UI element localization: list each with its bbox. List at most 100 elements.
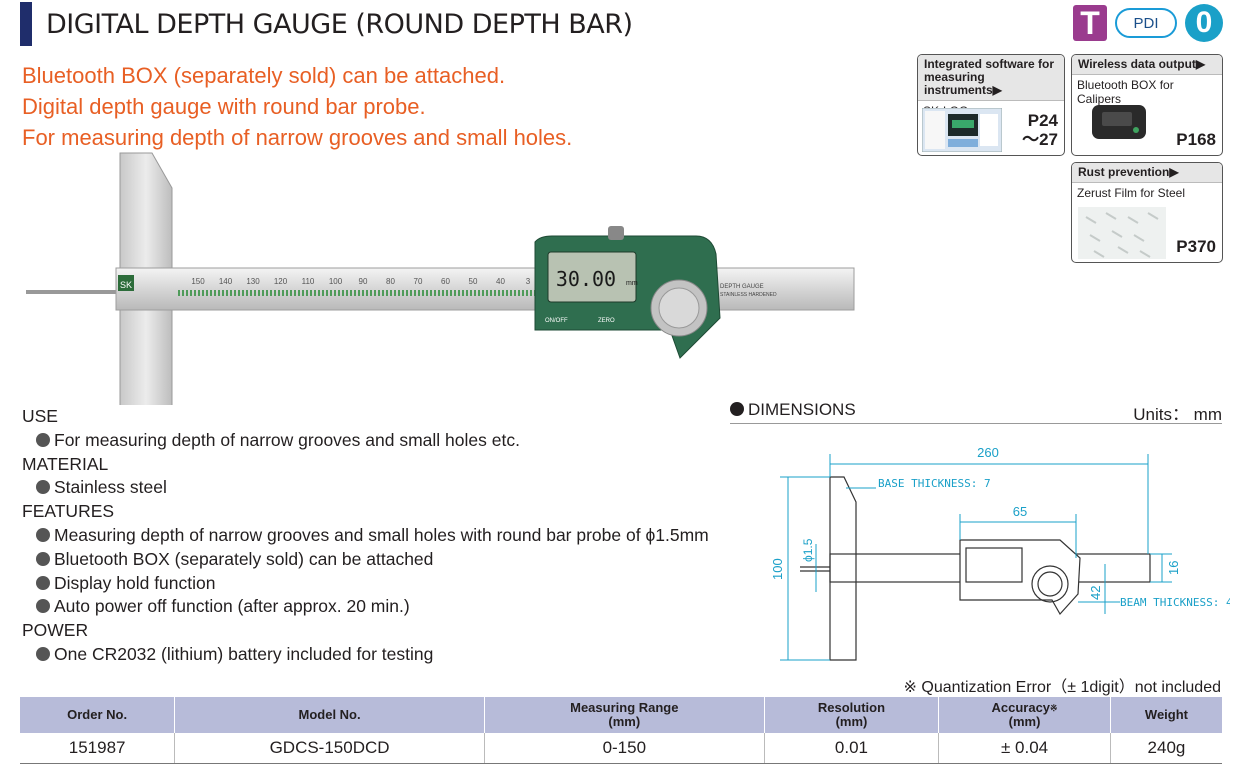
th-text: Measuring Range: [570, 700, 679, 715]
zerust-film-icon: [1078, 207, 1166, 259]
bullet-icon: [36, 551, 50, 566]
badge-group: T PDI 0: [1073, 4, 1223, 42]
bullet-icon: [36, 480, 50, 495]
page-title-bar: DIGITAL DEPTH GAUGE (ROUND DEPTH BAR): [20, 2, 633, 46]
th-weight: Weight: [1110, 697, 1222, 733]
list-item-text: For measuring depth of narrow grooves an…: [54, 429, 520, 450]
scale-label: 60: [441, 277, 450, 286]
bullet-icon: [730, 402, 744, 416]
table-row: 151987 GDCS-150DCD 0-150 0.01 ± 0.04 240…: [20, 733, 1222, 764]
intro-line: Digital depth gauge with round bar probe…: [22, 94, 426, 119]
th-unit: (mm): [608, 714, 641, 729]
rust-ref-box[interactable]: Rust prevention▶ Zerust Film for Steel P…: [1071, 162, 1223, 263]
probe-rod: [26, 290, 126, 294]
software-ref-page: P24 ～27: [1022, 111, 1058, 149]
onoff-label: ON/OFF: [545, 318, 568, 324]
td-order-no: 151987: [20, 733, 176, 764]
td-measuring-range: 0-150: [484, 733, 765, 764]
spec-list: USE For measuring depth of narrow groove…: [22, 405, 709, 667]
bullet-icon: [36, 527, 50, 542]
scale-label: 140: [219, 277, 233, 286]
dimensions-title: DIMENSIONS: [730, 400, 856, 420]
intro-text: Bluetooth BOX (separately sold) can be a…: [22, 60, 572, 153]
power-heading: POWER: [22, 620, 89, 641]
list-item: One CR2032 (lithium) battery included fo…: [22, 643, 709, 667]
list-item-text: Bluetooth BOX (separately sold) can be a…: [54, 548, 434, 569]
list-item: Bluetooth BOX (separately sold) can be a…: [22, 548, 709, 572]
wireless-ref-page: P168: [1176, 130, 1216, 149]
bullet-icon: [36, 646, 50, 661]
scale-label: 100: [329, 277, 343, 286]
main-beam: [115, 267, 855, 311]
title-accent-bar: [20, 2, 32, 46]
list-item-text: Stainless steel: [54, 477, 167, 498]
scale-label: 70: [414, 277, 423, 286]
th-text: Order No.: [67, 707, 128, 722]
rust-ref-title: Rust prevention▶: [1072, 163, 1222, 183]
bullet-icon: [36, 432, 50, 447]
dim-phi15: ϕ1.5: [801, 538, 815, 562]
lcd-screen: [547, 251, 637, 303]
list-item: For measuring depth of narrow grooves an…: [22, 429, 709, 453]
list-item-text: Measuring depth of narrow grooves and sm…: [54, 524, 709, 545]
units-label: Units： mm: [1133, 405, 1222, 424]
scale-marks: 150 140 130 120 110 100 90 80 70 60 50 40 3: [178, 277, 535, 296]
dim-260: 260: [977, 445, 999, 460]
th-text: Accuracy: [991, 700, 1051, 715]
t-badge-icon: T: [1073, 5, 1107, 41]
wireless-ref-sub: Bluetooth BOX for Calipers: [1077, 78, 1174, 106]
zero-badge-icon: 0: [1185, 4, 1223, 42]
lcd-unit: mm: [626, 280, 638, 287]
lcd-reading: 30.00: [556, 267, 616, 291]
features-heading: FEATURES: [22, 501, 115, 522]
wireless-ref-title: Wireless data output▶: [1072, 55, 1222, 75]
bluetooth-box-icon: [1092, 105, 1146, 139]
th-model-no: Model No.: [174, 697, 485, 733]
scale-label: 110: [302, 277, 315, 286]
software-screenshot-icon: [922, 108, 1002, 152]
intro-line: For measuring depth of narrow grooves an…: [22, 125, 573, 150]
scale-label: 120: [274, 277, 288, 286]
th-order-no: Order No.: [20, 697, 176, 733]
list-item: Measuring depth of narrow grooves and sm…: [22, 524, 709, 548]
th-unit: (mm): [835, 714, 868, 729]
dimension-lines: [780, 454, 1172, 661]
quantization-note: ※ Quantization Error（± 1digit）not includ…: [903, 679, 1221, 696]
dim-16: 16: [1166, 561, 1181, 575]
beam-label-2: STAINLESS HARDENED: [720, 292, 777, 298]
th-text: Weight: [1144, 707, 1188, 722]
list-item-text: Auto power off function (after approx. 2…: [54, 596, 410, 617]
scale-label: 130: [246, 277, 260, 286]
rust-ref-page: P370: [1176, 237, 1216, 256]
depth-gauge-image: SK 150 140 130 120 110 100 90 80 70 60 50 40 3 30.00…: [26, 152, 855, 405]
scale-label: 90: [359, 277, 368, 286]
scale-label: 150: [191, 277, 205, 286]
scale-label: 3: [526, 277, 531, 286]
software-ref-title: Integrated software for measuring instru…: [918, 55, 1064, 101]
dim-65: 65: [1013, 504, 1027, 519]
dimensions-header: DIMENSIONS Units： mm: [730, 400, 1222, 424]
software-ref-box[interactable]: Integrated software for measuring instru…: [917, 54, 1065, 156]
scale-label: 40: [496, 277, 505, 286]
use-heading: USE: [22, 406, 58, 426]
td-accuracy: ± 0.04: [938, 733, 1111, 764]
scale-label: 80: [386, 277, 395, 286]
thumb-roller-inner: [658, 287, 700, 329]
rust-ref-sub: Zerust Film for Steel: [1077, 186, 1186, 200]
outline-drawing: [800, 476, 1151, 661]
beam-label-1: DEPTH GAUGE: [720, 284, 764, 290]
scale-labels: 150 140 130 120 110 100 90 80 70 60 50 40 3: [191, 277, 530, 286]
td-model-no: GDCS-150DCD: [174, 733, 485, 764]
wireless-ref-box[interactable]: Wireless data output▶ Bluetooth BOX for …: [1071, 54, 1223, 156]
zero-label: ZERO: [598, 318, 615, 324]
td-resolution: 0.01: [764, 733, 940, 764]
hold-button-icon: [608, 226, 624, 240]
dim-100: 100: [770, 558, 785, 580]
spec-table: Order No. Model No. Measuring Range(mm) …: [20, 697, 1222, 764]
dim-base-thickness: BASE THICKNESS: 7: [878, 477, 991, 490]
table-header-row: Order No. Model No. Measuring Range(mm) …: [20, 697, 1222, 733]
th-note-mark: ※: [1050, 703, 1058, 713]
td-weight: 240g: [1110, 733, 1222, 764]
sk-logo-text: SK: [120, 280, 132, 290]
scale-label: 50: [469, 277, 478, 286]
